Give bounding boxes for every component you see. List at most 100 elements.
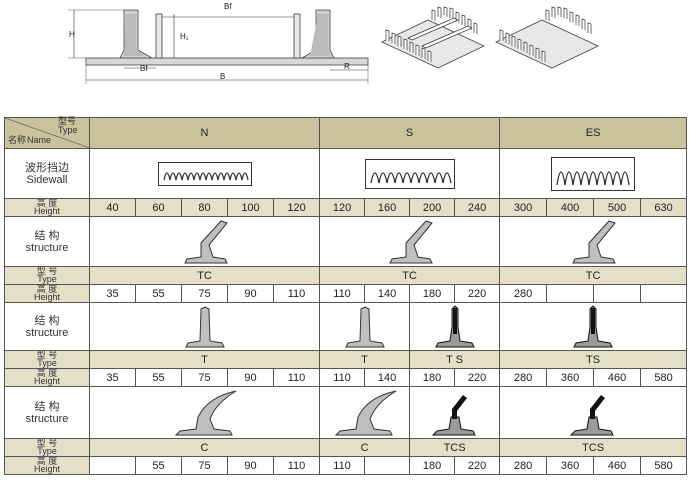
tc-height-cell: [546, 284, 595, 303]
height-label-en: Height: [33, 292, 60, 302]
sidewall-height-cell: 300: [499, 198, 548, 217]
sidewall-height-cell: 500: [593, 198, 642, 217]
height-label-cn: 高 度: [36, 284, 58, 294]
tc-height-cell: 280: [499, 284, 548, 303]
structure-label-en: structure: [25, 326, 69, 339]
tc-height-cell: 140: [364, 284, 411, 303]
sidewall-height-cell: 40: [89, 198, 136, 217]
c-height-cell: 180: [409, 456, 456, 475]
c-cleat-n-icon: [174, 390, 236, 435]
tc-height-cell: 220: [454, 284, 501, 303]
corner-diagonal: [5, 118, 89, 148]
c-type-s2: TCS: [409, 438, 501, 457]
t-type-n: T: [88, 350, 321, 369]
t-height-cell: 35: [89, 368, 136, 387]
tc-height-cell: 55: [135, 284, 182, 303]
c-height-cell: [89, 456, 136, 475]
structure-label-cn: 结 构: [34, 400, 60, 413]
tc-height-cell: 110: [319, 284, 366, 303]
structure-label-en: structure: [25, 412, 69, 425]
height-label-en: Height: [33, 464, 60, 474]
sidewall-height-cell: 200: [409, 198, 456, 217]
t-type-s1: T: [319, 350, 411, 369]
type-label-en: Type: [37, 358, 57, 368]
sidewall-height-cell: 400: [546, 198, 595, 217]
sidewall-height-cell: 80: [181, 198, 228, 217]
t-n-cell: [88, 302, 321, 351]
height-label-en: Height: [33, 376, 60, 386]
sidewall-height-cell: 120: [272, 198, 321, 217]
c-height-cell: 360: [546, 456, 595, 475]
tc-height-cell: 180: [409, 284, 456, 303]
t-height-cell: 110: [319, 368, 366, 387]
sidewall-height-cell: 100: [227, 198, 274, 217]
header-series-n: N: [88, 117, 321, 149]
tc-height-cell: 110: [272, 284, 321, 303]
header-type-en: Type: [58, 125, 78, 135]
height-label-cn: 高 度: [36, 368, 58, 378]
t-s2-cell: [409, 302, 501, 351]
t-height-cell: 90: [227, 368, 274, 387]
ts-cleat-s-icon: [434, 304, 475, 347]
t-height-cell: 55: [135, 368, 182, 387]
sidewall-n-icon: [157, 161, 252, 186]
type-label-en: Type: [37, 274, 57, 284]
cross-section-drawing: [68, 9, 369, 84]
sidewall-height-cell: 60: [135, 198, 182, 217]
tcs-cleat-s-icon: [431, 394, 476, 435]
tc-height-cell: 90: [227, 284, 274, 303]
t-height-cell: 110: [272, 368, 321, 387]
dim-b-label: B: [220, 72, 226, 81]
t-height-cell: 580: [640, 368, 688, 387]
c-height-cell: 580: [640, 456, 688, 475]
type-label-cn: 型 号: [36, 438, 58, 448]
height-label-en: Height: [33, 206, 60, 216]
t-height-cell: 460: [593, 368, 642, 387]
tc-cleat-n-icon: [183, 219, 228, 263]
t-height-cell: 180: [409, 368, 456, 387]
sidewall-height-cell: 240: [454, 198, 501, 217]
c-height-cell: 110: [319, 456, 366, 475]
t-height-cell: 220: [454, 368, 501, 387]
tc-cleat-es-icon: [572, 219, 616, 263]
tc-height-cell: 75: [181, 284, 228, 303]
type-label-cn: 型 号: [36, 266, 58, 276]
t-type-es: TS: [499, 350, 688, 369]
ts-cleat-es-icon: [573, 304, 613, 347]
tc-height-cell: [640, 284, 688, 303]
header-series-s: S: [319, 117, 501, 149]
tc-n-cell: [88, 216, 321, 267]
c-s1-cell: [319, 386, 411, 439]
t-es-cell: [499, 302, 688, 351]
tcs-cleat-es-icon: [569, 394, 614, 435]
tc-type-s: TC: [319, 266, 501, 285]
header-series-es: ES: [499, 117, 688, 149]
c-s2-cell: [409, 386, 501, 439]
c-height-cell: 280: [499, 456, 548, 475]
c-n-cell: [88, 386, 321, 439]
sidewall-n-cell: [88, 148, 321, 199]
tc-type-es: TC: [499, 266, 688, 285]
sidewall-label-en: Sidewall: [26, 173, 68, 186]
t-s1-cell: [319, 302, 411, 351]
t-height-cell: 140: [364, 368, 411, 387]
sidewall-height-cell: 630: [640, 198, 688, 217]
header-corner: [4, 117, 90, 149]
sidewall-label-cn: 波形挡边: [25, 161, 69, 174]
tc-cleat-s-icon: [388, 219, 433, 263]
